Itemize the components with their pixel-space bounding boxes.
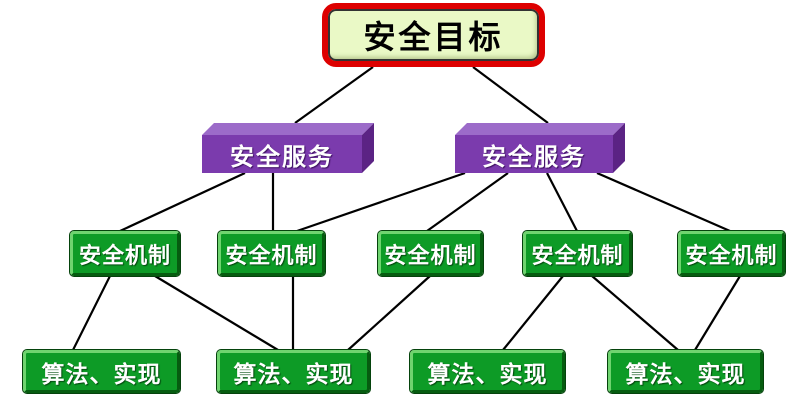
mechanism-node-2: 安全机制 [217, 230, 326, 277]
implementation-label: 算法、实现 [625, 360, 746, 387]
implementation-node-3: 算法、实现 [409, 349, 566, 394]
service-label: 安全服务 [482, 143, 586, 171]
mechanism-node-5: 安全机制 [677, 230, 786, 277]
goal-label: 安全目标 [363, 19, 504, 55]
edge-svc1-mech1 [119, 172, 246, 232]
edge-svc2-mech4 [546, 172, 578, 232]
edge-svc2-mech2 [296, 171, 466, 233]
edge-mech3-impl2 [347, 275, 431, 351]
mechanism-label: 安全机制 [225, 242, 318, 268]
service-node-1: 安全服务 [202, 135, 362, 173]
implementation-node-4: 算法、实现 [607, 349, 764, 394]
mechanism-node-3: 安全机制 [377, 230, 484, 277]
implementation-label: 算法、实现 [233, 360, 354, 387]
mechanism-label: 安全机制 [685, 242, 778, 268]
edge-mech4-impl3 [502, 275, 564, 351]
mechanism-node-1: 安全机制 [69, 230, 181, 277]
edge-mech4-impl4 [591, 275, 679, 351]
edge-mech1-impl1 [72, 275, 111, 351]
goal-node: 安全目标 [322, 3, 545, 67]
service-node-2: 安全服务 [455, 135, 613, 173]
implementation-label: 算法、实现 [427, 360, 548, 387]
edge-goal-svc1 [294, 66, 374, 124]
mechanism-label: 安全机制 [531, 242, 624, 268]
mechanism-label: 安全机制 [384, 242, 477, 268]
edge-mech1-impl2 [154, 275, 279, 351]
edge-svc2-mech3 [426, 172, 509, 232]
edge-svc2-mech5 [596, 171, 731, 233]
mechanism-label: 安全机制 [78, 242, 171, 268]
implementation-label: 算法、实现 [41, 360, 162, 387]
implementation-node-2: 算法、实现 [216, 349, 371, 394]
service-label: 安全服务 [230, 143, 334, 171]
mechanism-node-4: 安全机制 [522, 230, 633, 277]
edge-mech5-impl4 [694, 275, 741, 351]
edge-goal-svc2 [472, 66, 549, 124]
implementation-node-1: 算法、实现 [22, 349, 181, 394]
